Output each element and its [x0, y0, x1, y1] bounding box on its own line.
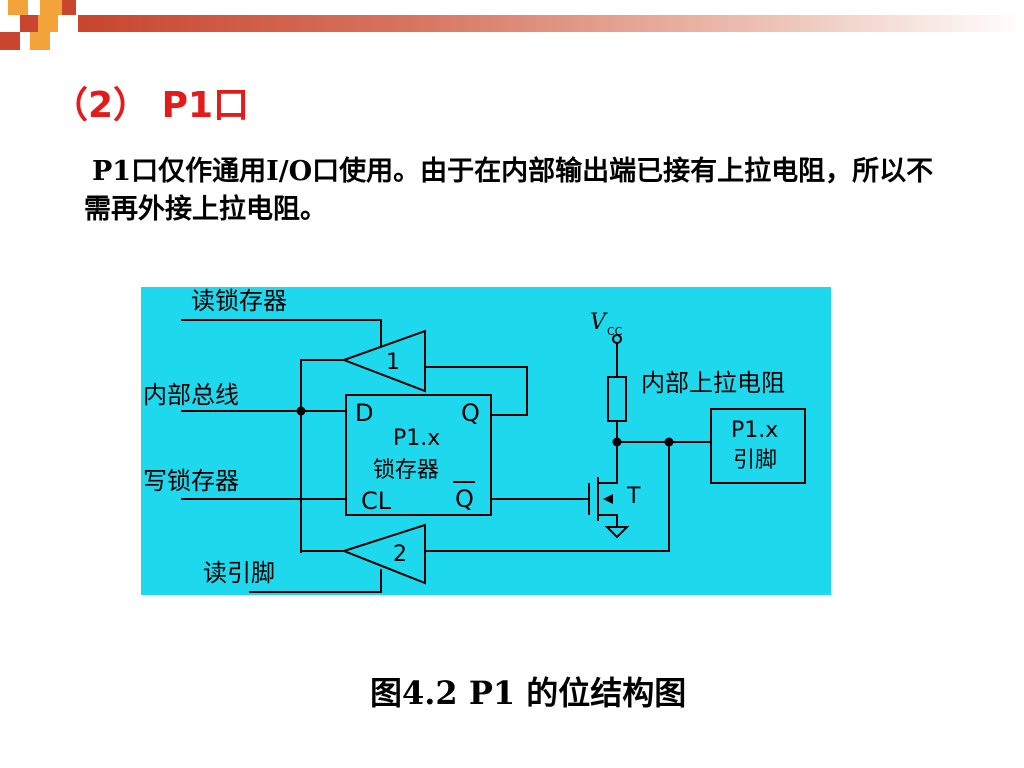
label-buffer-2: 2 — [393, 542, 407, 567]
label-transistor: T — [626, 484, 641, 509]
label-latch-q: Q — [461, 399, 480, 427]
pin-box — [710, 408, 806, 484]
q-feedback-wire — [425, 366, 528, 416]
deco-square-3 — [62, 0, 76, 15]
label-read-pin: 读引脚 — [203, 559, 275, 587]
transistor-arrow-icon — [603, 494, 613, 504]
label-pullup: 内部上拉电阻 — [641, 369, 785, 397]
figure-caption: 图4.2 P1 的位结构图 — [370, 674, 687, 712]
buffer-1-output-wire — [300, 359, 344, 553]
label-buffer-1: 1 — [386, 350, 400, 375]
label-write-latch: 写锁存器 — [143, 467, 239, 495]
slide-paragraph: P1口仅作通用I/O口使用。由于在内部输出端已接有上拉电阻，所以不需再外接上拉电… — [84, 153, 954, 229]
ground-triangle — [604, 526, 630, 539]
label-vcc-v: V — [590, 310, 608, 335]
deco-square-2 — [40, 0, 62, 15]
latch-box — [345, 394, 492, 516]
label-internal-bus: 内部总线 — [143, 381, 239, 409]
label-latch-qbar: Q — [455, 485, 474, 513]
label-vcc-cc: CC — [607, 325, 623, 338]
deco-gradient-bar — [78, 15, 1024, 32]
buffer-2-triangle — [341, 523, 426, 585]
paragraph-text: P1口仅作通用I/O口使用。由于在内部输出端已接有上拉电阻，所以不需再外接上拉电… — [84, 156, 934, 225]
deco-square-7 — [30, 32, 50, 50]
deco-square-5 — [38, 15, 58, 32]
p1-bit-structure-diagram: 读锁存器 内部总线 写锁存器 读引脚 1 2 D Q P1.x 锁存器 CL Q… — [141, 287, 831, 595]
buffer-1-triangle — [341, 329, 426, 393]
label-latch-d: D — [355, 399, 373, 427]
junction-dot-drain — [612, 437, 622, 447]
junction-dot-bus — [296, 406, 306, 416]
drain-lead — [598, 442, 618, 484]
read-latch-line — [181, 319, 382, 347]
slide-title: （2） P1口 — [52, 85, 250, 126]
pin-feedback-wire — [425, 442, 670, 552]
deco-square-1 — [8, 0, 28, 15]
label-latch-sub: 锁存器 — [373, 458, 439, 483]
diagram-background — [141, 287, 831, 595]
source-lead — [598, 514, 618, 527]
deco-square-4 — [20, 15, 38, 32]
label-pin-name: P1.x — [731, 418, 778, 443]
header-decoration — [0, 0, 1024, 50]
label-pin-sub: 引脚 — [733, 448, 777, 473]
label-latch-name: P1.x — [393, 426, 440, 451]
deco-square-6 — [0, 32, 20, 50]
label-latch-cl: CL — [361, 487, 392, 515]
junction-dot-pin — [664, 437, 674, 447]
label-read-latch: 读锁存器 — [191, 287, 287, 315]
read-pin-line — [249, 569, 382, 593]
